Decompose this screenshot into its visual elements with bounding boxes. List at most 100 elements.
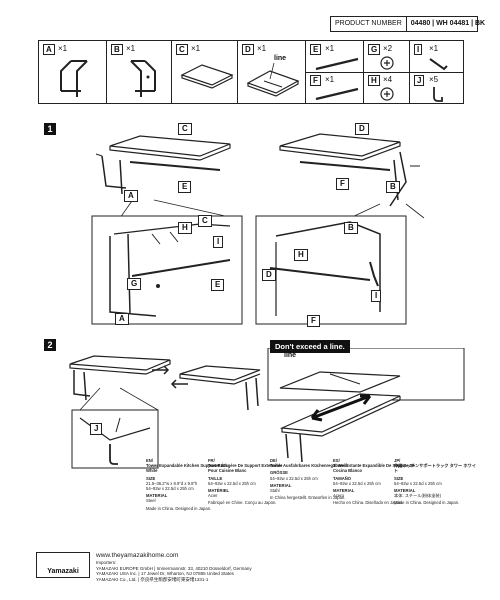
step-2-line-label: line [284, 352, 297, 359]
info-mat: Acier [208, 493, 218, 499]
info-column: FR/Tower Étagère De Support Extensible P… [208, 458, 290, 506]
info-mat: Stahl [270, 488, 280, 494]
info-name: 伸縮キッチンサポートラック タワー ホワイト [394, 463, 476, 474]
info-lang: DE/ [270, 458, 277, 463]
part-qty-g: ×2 [383, 44, 393, 53]
part-cell-b: B ×1 [107, 41, 172, 103]
hex-key-i-icon [429, 58, 448, 71]
yamazaki-logo: Yamazaki [36, 552, 90, 578]
info-name: Tower Étagère De Support Extensible Pour… [208, 463, 283, 474]
info-size: 54–92w x 22.5d x 25h cm [270, 475, 318, 481]
rail-e-icon [315, 57, 359, 71]
gh-divider [364, 72, 410, 73]
info-name: Tower Ausfahrbares Küchenregal Weiß [270, 463, 348, 469]
brand-name: Yamazaki [47, 568, 79, 575]
info-size: 21.5–36.2"w x 8.9"d x 9.8"h [146, 480, 198, 486]
info-size-h: GRÖSSE [270, 470, 288, 476]
info-size-h: SIZE [394, 475, 404, 481]
info-name: Tower Expandable Kitchen Support Rack Wh… [146, 463, 228, 474]
part-letter-h: H [368, 75, 380, 86]
importer-line-1: YAMAZAKI EUROPE GmbH | Immermannstr. 33,… [96, 565, 252, 571]
importer-line-2: YAMAZAKI USA Inc. | 17 Jewel Dr, Wharton… [96, 571, 234, 576]
part-cell-ij: I ×1 J ×5 [410, 41, 463, 103]
part-qty-d: ×1 [257, 44, 267, 53]
callout-a-detail: A [115, 313, 129, 325]
info-column: EN/Tower Expandable Kitchen Support Rack… [146, 458, 228, 511]
ij-divider [410, 72, 463, 73]
step-1-diagram [91, 133, 425, 325]
shelf-d-icon [246, 62, 300, 97]
callout-a-overview: A [124, 190, 138, 202]
callout-b-overview: B [386, 181, 400, 193]
part-letter-d: D [242, 44, 254, 55]
dont-exceed-line-warning: Don't exceed a line. [270, 340, 350, 353]
info-origin: Made in China. Designed in Japan. [394, 500, 460, 506]
info-mat: Steel [146, 498, 156, 504]
importer-line-3: YAMAZAKI Co., Ltd. | 奈良県生駒郡安堵町東安堵1331-1 [96, 576, 209, 582]
part-qty-e: ×1 [325, 44, 335, 53]
info-size-h: TAMAÑO [333, 475, 352, 481]
part-letter-f: F [310, 75, 321, 86]
screw-g-icon [380, 56, 394, 70]
part-cell-gh: G ×2 H ×4 [364, 41, 410, 103]
callout-b-detail: B [344, 222, 358, 234]
callout-h-detail-right: H [294, 249, 308, 261]
shelf-c-icon [180, 64, 234, 89]
info-origin: In China hergestellt. Entworfen in Japan… [270, 495, 346, 501]
info-lang: EN/ [146, 458, 153, 463]
step-1-badge: 1 [44, 123, 56, 135]
callout-e-overview: E [178, 181, 192, 193]
ef-divider [306, 72, 364, 73]
info-lang: FR/ [208, 458, 215, 463]
product-number-box: PRODUCT NUMBER 04480 | WH 04481 | BK [330, 16, 485, 32]
info-size: 54–92w x 22.5d x 25h cm [208, 480, 256, 486]
part-letter-g: G [368, 44, 381, 55]
info-size: 54–92w x 22.5d x 25h cm [333, 480, 381, 486]
parts-table: A ×1 B ×1 C ×1 D ×1 line [38, 40, 464, 104]
callout-d-detail: D [262, 269, 276, 281]
part-cell-d: D ×1 line [238, 41, 306, 103]
part-cell-a: A ×1 [39, 41, 107, 103]
info-size: 54–92w x 22.5d x 25h cm [394, 480, 442, 486]
info-size-h: SIZE [146, 475, 156, 481]
info-size-h: TAILLE [208, 475, 223, 481]
part-letter-b: B [111, 44, 123, 55]
callout-j: J [90, 423, 103, 435]
screw-h-icon [380, 87, 394, 101]
info-mat: 本体: スチール(粉体塗装) [394, 493, 441, 499]
info-size2: 54–92w x 22.5d x 25h cm [146, 486, 194, 492]
part-qty-h: ×4 [383, 75, 393, 84]
part-cell-c: C ×1 [172, 41, 238, 103]
footer: Yamazaki www.theyamazakihome.com Importe… [36, 552, 466, 582]
part-qty-j: ×5 [429, 75, 439, 84]
callout-f-overview: F [336, 178, 349, 190]
part-letter-j: J [414, 75, 425, 86]
part-letter-i: I [414, 44, 423, 55]
part-qty-f: ×1 [325, 75, 335, 84]
info-mat-h: MATERIAL [394, 488, 416, 494]
part-qty-c: ×1 [191, 44, 201, 53]
part-letter-e: E [310, 44, 322, 55]
info-mat-h: MATERIAL [146, 493, 168, 499]
info-origin: Fabriqué en Chine. Conçu au Japon. [208, 500, 277, 506]
info-mat: Acero [333, 493, 344, 499]
footer-text: www.theyamazakihome.com Importers: YAMAZ… [96, 552, 252, 582]
callout-h-detail-left: H [178, 222, 192, 234]
part-d-line-note: line [274, 55, 287, 62]
hook-j-icon [433, 87, 443, 102]
part-cell-ef: E ×1 F ×1 [306, 41, 364, 103]
info-origin: Hecho en China. Diseñado en Japón. [333, 500, 403, 506]
callout-g-detail-left: G [127, 278, 142, 290]
callout-c-detail: C [198, 215, 212, 227]
info-mat-h: MATERIAL [270, 482, 292, 488]
part-qty-a: ×1 [58, 44, 68, 53]
part-qty-i: ×1 [429, 44, 439, 53]
info-lang: ES/ [333, 458, 340, 463]
info-origin: Made in China. Designed in Japan. [146, 505, 212, 511]
info-lang: JP/ [394, 458, 401, 463]
callout-d-overview: D [355, 123, 369, 135]
info-column: ES/Tower Estante Expandible De Soporte D… [333, 458, 415, 506]
product-number-value: 04480 | WH 04481 | BK [410, 20, 486, 27]
